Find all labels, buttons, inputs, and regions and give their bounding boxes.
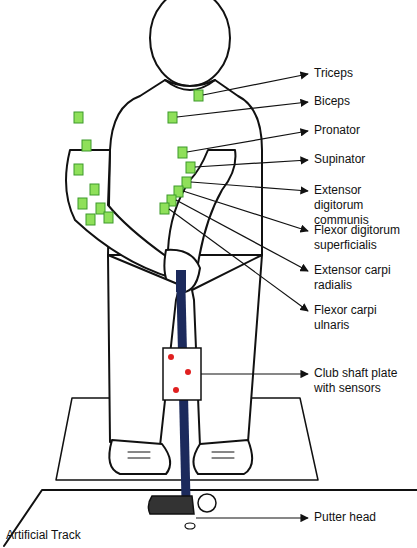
emg-sensor — [194, 90, 203, 101]
shaft-plate — [163, 348, 201, 400]
golf-ball — [198, 494, 216, 512]
grip — [176, 270, 186, 292]
leader-line — [196, 517, 308, 518]
emg-sensor — [168, 112, 177, 123]
track-label: Artificial Track — [6, 528, 136, 543]
right-shoe — [193, 440, 252, 474]
left-shoe — [109, 440, 170, 474]
collar-line — [165, 80, 215, 90]
part-label: Flexor carpi ulnaris — [314, 303, 414, 333]
leader-line — [183, 191, 308, 231]
emg-sensor — [86, 214, 95, 225]
emg-sensor — [78, 198, 87, 209]
leader-line — [187, 131, 308, 152]
plate-sensor — [185, 369, 191, 375]
emg-sensor — [186, 162, 195, 173]
head-outline — [150, 0, 230, 86]
leader-line — [191, 182, 308, 191]
emg-sensor — [104, 212, 113, 223]
emg-sensor — [90, 184, 99, 195]
hole — [185, 523, 195, 529]
plate-sensor — [173, 387, 179, 393]
leader-line — [203, 74, 308, 95]
leader-line — [169, 209, 308, 311]
track-outline — [4, 490, 417, 546]
part-label: Extensor carpi radialis — [314, 263, 414, 293]
emg-sensor — [74, 164, 83, 175]
part-label: Pronator — [314, 123, 414, 138]
emg-sensor — [82, 140, 91, 151]
leader-line — [195, 160, 308, 167]
part-label: Biceps — [314, 94, 414, 109]
part-label: Flexor digitorum superficialis — [314, 223, 414, 253]
leader-line — [177, 102, 308, 117]
leader-line — [201, 373, 308, 374]
part-label: Triceps — [314, 66, 414, 81]
leader-line — [176, 200, 308, 271]
right-leg — [192, 255, 262, 446]
putter-head — [148, 496, 194, 514]
part-label: Extensor digitorum communis — [314, 183, 414, 228]
part-label: Club shaft plate with sensors — [314, 366, 414, 396]
emg-sensor — [74, 112, 83, 123]
part-label: Putter head — [314, 510, 414, 525]
plate-sensor — [168, 354, 174, 360]
left-arm — [66, 150, 180, 278]
part-label: Supinator — [314, 152, 414, 167]
emg-sensor — [160, 203, 169, 214]
emg-sensor — [178, 147, 187, 158]
